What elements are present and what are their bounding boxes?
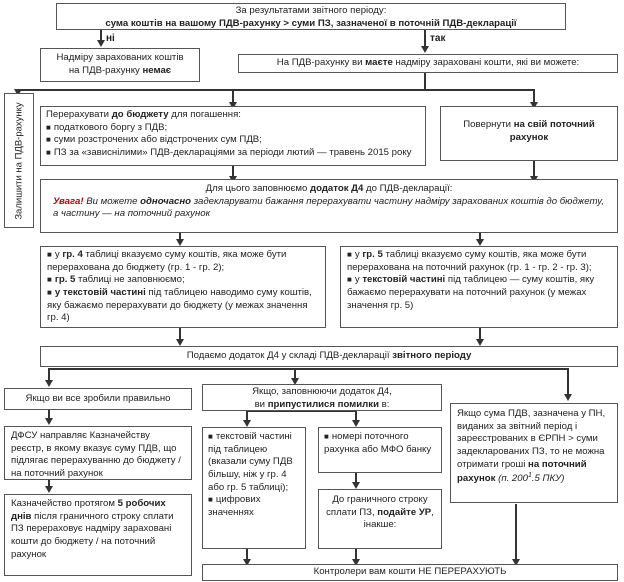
connector — [479, 327, 481, 341]
arrow-head — [530, 102, 538, 109]
arrow-head — [176, 239, 184, 246]
arrow-head — [476, 339, 484, 346]
treasury-box: Казначейство протягом 5 робочих днів піс… — [4, 494, 192, 576]
arrow-head — [243, 420, 251, 427]
arrow-head — [512, 559, 520, 566]
dfsu-box: ДФСУ направляє Казначейству реєстр, в як… — [4, 426, 192, 480]
leave-on-account-label: Залишити на ПДВ-рахунку — [13, 101, 25, 220]
arrow-head — [291, 378, 299, 385]
connector — [515, 504, 517, 560]
appendix-d4-box: Для цього заповнюємо додаток Д4 до ПДВ-д… — [40, 179, 618, 233]
transfer-item: ■суми розстрочених або відстрочених сум … — [46, 134, 262, 146]
controllers-box: Контролери вам кошти НЕ ПЕРЕРАХУЮТЬ — [202, 564, 618, 581]
no-overpay-line2: на ПДВ-рахунку немає — [68, 64, 172, 76]
branch-no-label: ні — [106, 33, 115, 44]
appendix-d4-title: Для цього заповнюємо додаток Д4 до ПДВ-д… — [205, 183, 453, 194]
leave-on-account-box: Залишити на ПДВ-рахунку — [4, 93, 34, 228]
connector — [179, 232, 181, 242]
connector — [424, 72, 426, 90]
transfer-item: ■податкового боргу з ПДВ; — [46, 121, 168, 133]
arrow-head — [564, 394, 572, 401]
arrow-head — [352, 420, 360, 427]
left-instruction-item: ■у текстовій частині під таблицею наводи… — [47, 286, 312, 324]
error-text-item: ■цифрових значеннях — [208, 494, 261, 518]
connector — [246, 410, 248, 423]
deadline-box: До граничного строку сплати ПЗ, подайте … — [318, 489, 442, 549]
left-instruction-item: ■гр. 5 таблиці не заповнюємо; — [47, 274, 185, 286]
arrow-head — [14, 89, 22, 96]
top-condition-line1: За результатами звітного періоду: — [235, 5, 387, 16]
arrow-head — [45, 418, 53, 425]
no-overpay-line1: Надміру зарахованих коштів — [56, 52, 184, 63]
submit-d4-box: Подаємо додаток Д4 у складі ПДВ-декларац… — [40, 346, 618, 367]
error-text-box: ■текстовій частині під таблицею (вказали… — [202, 427, 306, 549]
right-instruction-item: ■у текстовій частині під таблицею — суму… — [347, 274, 595, 311]
connector — [232, 166, 234, 178]
left-instruction-item: ■у гр. 4 таблиці вказуємо суму коштів, я… — [47, 249, 287, 273]
right-instructions-box: ■у гр. 5 таблиці вказуємо суму коштів, я… — [340, 246, 618, 328]
top-condition-box: За результатами звітного періоду: сума к… — [56, 3, 566, 30]
arrow-head — [229, 102, 237, 109]
connector — [355, 410, 357, 423]
connector — [567, 368, 569, 396]
arrow-head — [243, 559, 251, 566]
right-instruction-item: ■у гр. 5 таблиці вказуємо суму коштів, я… — [347, 249, 592, 273]
transfer-budget-box: Перерахувати до бюджету для погашення: ■… — [40, 106, 426, 166]
error-bank-box: ■номері поточного рахунка або МФО банку — [318, 427, 442, 473]
error-text-item: ■текстовій частині під таблицею (вказали… — [208, 431, 293, 493]
arrow-head — [176, 339, 184, 346]
connector — [48, 368, 50, 382]
arrow-head — [421, 46, 429, 53]
arrow-head — [45, 380, 53, 387]
appendix-d4-note: Увага! Ви можете одночасно задекларувати… — [53, 195, 605, 220]
left-instructions-box: ■у гр. 4 таблиці вказуємо суму коштів, я… — [40, 246, 326, 328]
connector — [294, 368, 296, 380]
mistake-line1: Якщо, заповнюючи додаток Д4, — [252, 386, 392, 397]
connector — [246, 410, 356, 412]
have-overpay-box: На ПДВ-рахунку ви маєте надміру зарахова… — [238, 54, 618, 73]
connector — [355, 549, 357, 561]
mistake-line2: ви припустилися помилки в: — [254, 398, 390, 410]
connector — [179, 327, 181, 341]
top-condition-line2: сума коштів на вашому ПДВ-рахунку > суми… — [105, 17, 517, 29]
connector — [246, 549, 248, 561]
arrow-head — [352, 559, 360, 566]
connector — [48, 479, 50, 489]
transfer-item: ■ПЗ за «зависнілими» ПДВ-деклараціями за… — [46, 146, 412, 158]
mistake-box: Якщо, заповнюючи додаток Д4, ви припусти… — [202, 384, 442, 411]
connector — [533, 160, 535, 178]
connector — [100, 29, 102, 43]
connector — [232, 89, 234, 105]
sum-case-box: Якщо сума ПДВ, зазначена у ПН, виданих з… — [450, 403, 618, 503]
arrow-head — [352, 482, 360, 489]
return-account-box: Повернути на свій поточний рахунок — [440, 106, 618, 161]
connector — [479, 232, 481, 242]
connector — [48, 410, 50, 420]
connector — [18, 89, 534, 91]
transfer-budget-title: Перерахувати до бюджету для погашення: — [46, 109, 241, 120]
arrow-head — [97, 40, 105, 47]
branch-yes-label: так — [430, 33, 446, 44]
correct-box: Якщо ви все зробили правильно — [4, 388, 192, 410]
no-overpay-box: Надміру зарахованих коштів на ПДВ-рахунк… — [40, 48, 200, 82]
arrow-head — [45, 486, 53, 493]
arrow-head — [476, 239, 484, 246]
connector — [355, 472, 357, 484]
connector — [424, 29, 426, 49]
connector — [48, 368, 568, 370]
connector — [533, 89, 535, 105]
